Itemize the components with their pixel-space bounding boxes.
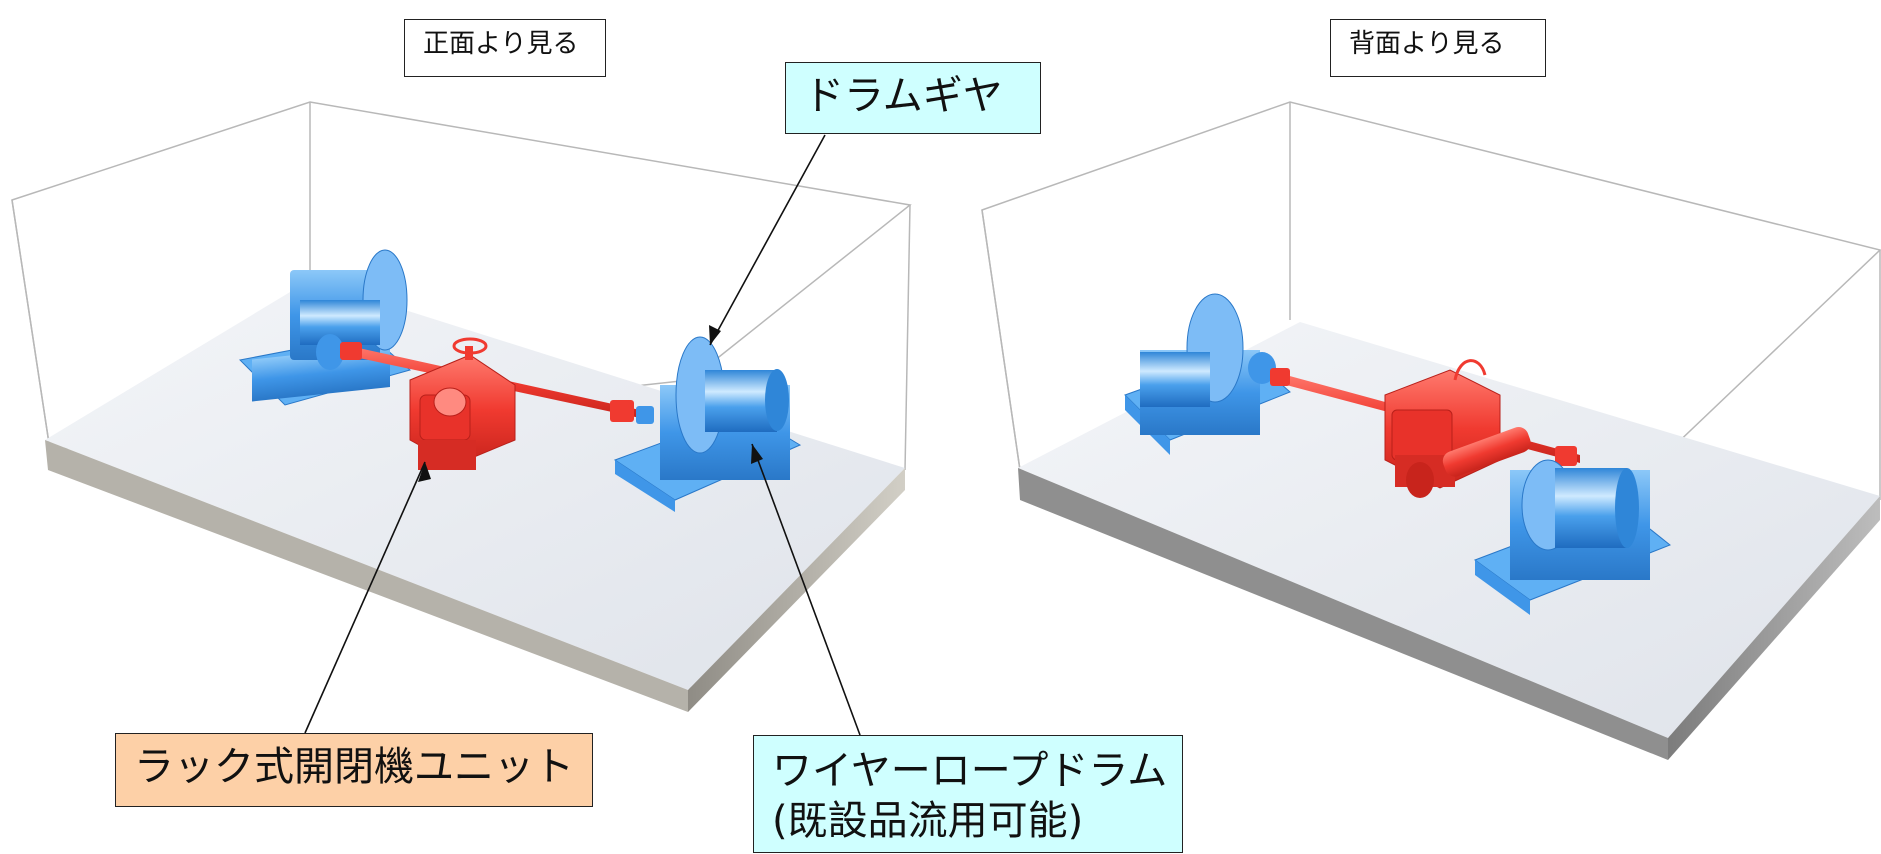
back-floor-right-side <box>1668 496 1880 760</box>
wire-rope-drum-callout: ワイヤーロープドラム (既設品流用可能) <box>753 735 1183 853</box>
front-view-title: 正面より見る <box>404 19 606 77</box>
back-rack-unit <box>1384 359 1531 498</box>
front-right-winch <box>613 336 802 512</box>
leader-rack-unit <box>304 461 426 734</box>
back-view-title: 背面より見る <box>1330 19 1546 77</box>
front-floor-right-side <box>688 468 905 712</box>
front-view <box>11 101 912 712</box>
drum-gear-callout: ドラムギヤ <box>785 62 1041 134</box>
back-floor-left-side <box>1018 468 1668 760</box>
front-rack-unit <box>409 337 516 470</box>
back-view <box>981 101 1881 760</box>
back-right-winch <box>1473 459 1671 615</box>
leader-arrowheads <box>418 325 763 482</box>
leader-drum-gear <box>709 134 826 346</box>
leader-lines <box>304 134 861 736</box>
back-left-winch <box>1124 293 1291 455</box>
front-floor-left-side <box>45 440 688 712</box>
rack-unit-callout: ラック式開閉機ユニット <box>115 733 593 807</box>
leader-wire-drum <box>751 443 861 736</box>
